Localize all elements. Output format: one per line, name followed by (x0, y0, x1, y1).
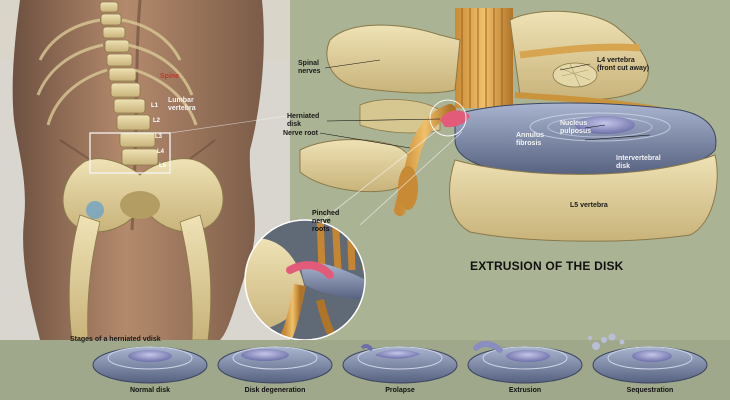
label-lumbar-vertebra: Lumbar vertebra (168, 97, 196, 112)
focus-box (89, 132, 171, 174)
stage-label-extrusion: Extrusion (508, 387, 542, 394)
label-annulus-fibrosis: Annulus fibrosis (516, 132, 544, 147)
label-l3: L3 (155, 134, 163, 140)
label-nucleus-pulposus: Nucleus pulposus (560, 120, 592, 135)
stage-disk-prolapse (342, 343, 458, 384)
zoom-inset (245, 220, 365, 340)
stage-disk-normal (92, 346, 208, 384)
label-l2: L2 (153, 118, 161, 124)
herniated-disk-bulge (440, 110, 470, 128)
stage-label-sequestration: Sequestration (626, 387, 674, 394)
stage-label-prolapse: Prolapse (385, 387, 415, 394)
stages-heading: Stages of a herniated vdisk (70, 336, 161, 343)
label-l1: L1 (151, 103, 159, 109)
l4-vertebra (326, 24, 461, 94)
label-pinched-nerve-roots: Pinched nerve roots (312, 210, 340, 233)
l5-vertebra (449, 154, 718, 242)
spine-column (99, 1, 159, 166)
label-nerve-root: Nerve root (283, 130, 319, 137)
label-l5-vertebra: L5 vertebra (570, 202, 608, 209)
diagram-title: EXTRUSION OF THE DISK (470, 259, 624, 273)
label-l5: L5 (159, 163, 167, 169)
spinal-nerve-bundle (455, 8, 513, 108)
label-spine: Spine (160, 73, 180, 80)
label-herniated-disk: Herniated disk (287, 113, 320, 128)
stage-disk-sequestration (588, 333, 708, 384)
label-spinal-nerves: Spinal nerves (298, 60, 321, 75)
label-intervertebral-disk: Intervertebral disk (616, 155, 661, 170)
stage-label-degeneration: Disk degeneration (244, 387, 306, 394)
stage-disk-extrusion (467, 341, 583, 384)
label-l4: L4 (157, 149, 165, 155)
label-l4-vertebra: L4 vertebra (front cut away) (597, 57, 650, 72)
stage-label-normal: Normal disk (129, 387, 171, 394)
stage-disk-degeneration (217, 346, 333, 384)
